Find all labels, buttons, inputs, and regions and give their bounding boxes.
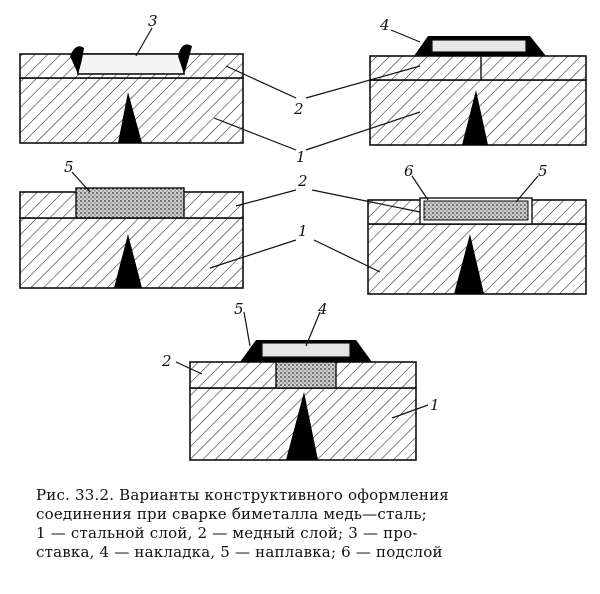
cladding-deposit bbox=[423, 200, 529, 221]
weld-bead-right bbox=[178, 44, 192, 74]
caption-line: ставка, 4 — накладка, 5 — наплавка; 6 — … bbox=[36, 543, 443, 561]
variant-sublayer bbox=[367, 197, 587, 295]
label-5: 5 bbox=[234, 300, 244, 318]
label-1: 1 bbox=[298, 222, 308, 240]
variant-spacer bbox=[19, 44, 244, 144]
weld-root bbox=[286, 392, 318, 460]
label-5: 5 bbox=[538, 162, 548, 180]
weld-root bbox=[462, 90, 488, 145]
weld-root bbox=[454, 234, 484, 294]
label-4: 4 bbox=[379, 16, 390, 34]
weld-bead-left bbox=[70, 46, 84, 74]
label-1: 1 bbox=[430, 396, 440, 414]
label-5: 5 bbox=[64, 158, 74, 176]
cladding-deposit bbox=[275, 361, 337, 389]
spacer-plate bbox=[77, 53, 185, 75]
variant-cladding bbox=[19, 187, 244, 289]
cladding-deposit bbox=[75, 187, 185, 219]
label-4: 4 bbox=[317, 300, 328, 318]
joint-design-diagram: 3 4 2 1 5 2 6 5 1 5 4 2 1 bbox=[19, 12, 587, 461]
label-2: 2 bbox=[161, 352, 172, 370]
label-3: 3 bbox=[148, 12, 158, 30]
caption-line: Рис. 33.2. Варианты конструктивного офор… bbox=[36, 486, 449, 504]
label-1: 1 bbox=[296, 148, 306, 166]
weld-root bbox=[114, 234, 142, 288]
label-2: 2 bbox=[297, 172, 308, 190]
variant-overlay bbox=[369, 36, 587, 146]
caption-line: 1 — стальной слой, 2 — медный слой; 3 — … bbox=[36, 524, 418, 542]
label-2: 2 bbox=[293, 100, 304, 118]
label-6: 6 bbox=[404, 162, 414, 180]
leader-lines bbox=[71, 27, 539, 419]
figure-caption: Рис. 33.2. Варианты конструктивного офор… bbox=[36, 486, 584, 562]
copper-layer bbox=[369, 55, 587, 81]
variant-overlay-cladding bbox=[189, 340, 417, 461]
caption-line: соединения при сварке биметалла медь—ста… bbox=[36, 505, 427, 523]
weld-root bbox=[118, 92, 142, 143]
